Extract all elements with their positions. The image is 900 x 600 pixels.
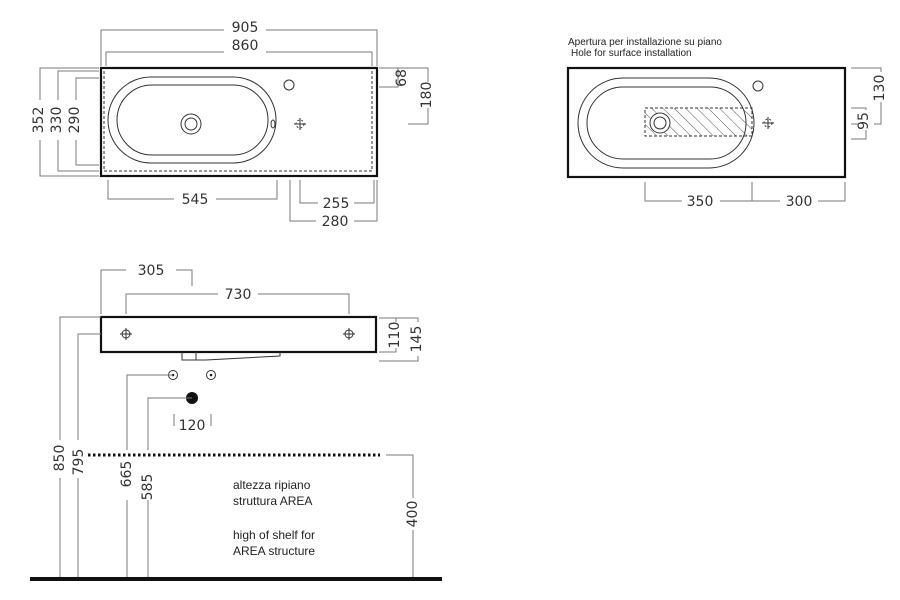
caption-it: Apertura per installazione su piano [568, 37, 722, 48]
bowl-inner [116, 84, 269, 156]
surface-tap-hole [752, 80, 764, 92]
shelf-note-it-1: altezza ripiano [233, 478, 311, 492]
dim-255: 255 [323, 196, 350, 212]
dim-730: 730 [225, 287, 252, 303]
dim-400: 400 [405, 501, 421, 528]
dim-280: 280 [322, 214, 349, 230]
dim-305: 305 [138, 263, 165, 279]
surface-bowl-outer [577, 77, 755, 169]
dim-290: 290 [67, 107, 83, 134]
dim-line-400 [386, 454, 414, 578]
dim-352: 352 [31, 107, 47, 134]
dim-330: 330 [49, 107, 65, 134]
shelf-note-it-2: struttura AREA [233, 494, 312, 508]
dim-line-120 [173, 414, 212, 426]
drain-inner [184, 117, 198, 131]
dim-line-850 [59, 316, 101, 578]
dim-300: 300 [786, 194, 813, 210]
dim-545: 545 [182, 192, 209, 208]
tap-hole [283, 79, 295, 91]
dim-line-585 [147, 397, 192, 578]
dim-95: 95 [856, 112, 872, 130]
dim-180: 180 [419, 82, 435, 109]
dim-585: 585 [140, 474, 156, 501]
dim-860: 860 [232, 38, 259, 54]
dim-905: 905 [232, 20, 259, 36]
bowl-outer [107, 76, 277, 164]
dim-line-860 [105, 51, 373, 66]
dim-850: 850 [52, 445, 68, 472]
basin-front-outline [99, 315, 378, 354]
dim-line-665 [126, 374, 173, 578]
drain-outer [180, 113, 202, 135]
dim-130: 130 [872, 75, 888, 102]
wall-fixing-right [206, 370, 216, 380]
basin-top-outline [99, 66, 379, 178]
shelf-note-en-2: AREA structure [233, 544, 315, 558]
dim-line-795 [77, 333, 101, 578]
surface-basin-outline [566, 66, 847, 179]
dim-350: 350 [687, 194, 714, 210]
dim-795: 795 [71, 449, 87, 476]
surface-drain-outer [649, 112, 671, 134]
overflow-hole [270, 119, 276, 129]
front-view: 305 730 110 145 120 [30, 261, 442, 581]
shelf-note-en-1: high of shelf for [233, 528, 315, 542]
dim-120: 120 [179, 418, 206, 434]
surface-drain-inner [653, 116, 667, 130]
dim-665: 665 [119, 461, 135, 488]
dim-68: 68 [394, 69, 410, 87]
drain-outlet [181, 352, 281, 361]
top-view: 905 860 352 330 290 68 180 545 255 280 [28, 18, 435, 230]
hidden-edge-line [103, 71, 373, 172]
caption-en: Hole for surface installation [571, 48, 692, 59]
dim-145: 145 [409, 326, 425, 353]
dim-110: 110 [387, 322, 403, 349]
surface-installation-view: Apertura per installazione su piano Hole… [566, 37, 890, 210]
